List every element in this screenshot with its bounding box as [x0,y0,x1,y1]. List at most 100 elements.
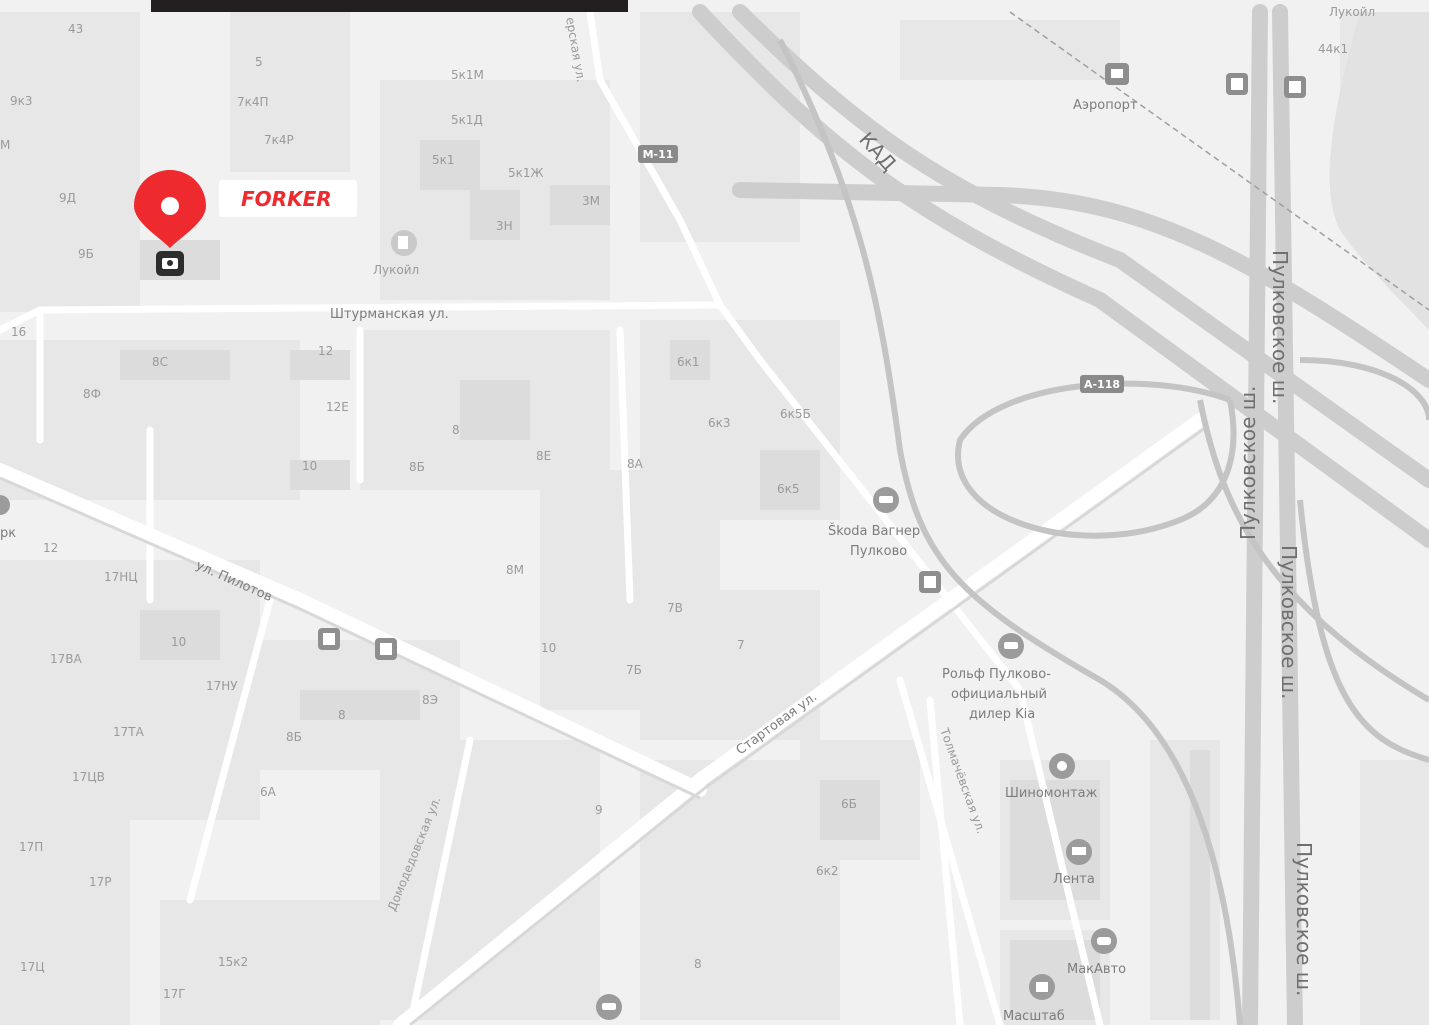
building-number: 6к1 [677,355,700,369]
car-dealer-icon[interactable] [998,633,1024,659]
building-number: 5к1М [451,68,484,82]
car-dealer-icon[interactable] [873,487,899,513]
building-number: 6к2 [816,864,839,878]
building-number: 8Ф [83,387,101,401]
building-number: 12 [318,344,333,358]
building-number-labels: 43 5 9к3 7к4П 7к4Р М 9Д 9Б 5к1М 5к1Д 5к1… [0,22,1348,1001]
pulkovskoe-label-4: Пулковское ш. [1292,842,1316,996]
brand-label-box[interactable]: FORKER [219,180,357,217]
building-number: 9 [595,803,603,817]
top-bar [151,0,628,12]
skoda-label-line1: Škoda Вагнер [828,523,920,539]
building-number: 12Е [326,400,349,414]
pulkovskoe-label-3: Пулковское ш. [1277,545,1301,699]
airport-label: Аэропорт [1073,98,1138,113]
building-blocks [0,12,1429,1025]
building-number: 5к1 [432,153,455,167]
transit-icon[interactable] [1284,76,1306,98]
makavto-label: МакАвто [1067,962,1126,977]
building-number: 5к1Ж [508,166,544,180]
building-number: 17НУ [206,679,238,693]
camera-icon[interactable] [156,251,184,276]
building-number: 12 [43,541,58,555]
building-number: 8 [452,423,460,437]
building-number: 5к1Д [451,113,483,127]
a118-shield: А-118 [1080,375,1124,393]
building-number: М [0,138,10,152]
pulkovskoe-label-1: Пулковское ш. [1268,250,1292,404]
building-number: 9к3 [10,94,33,108]
major-street-casing [0,426,1206,1025]
shturmanskaya-street-label: Штурманская ул. [330,307,449,322]
building-number: 16 [11,325,26,339]
building-number: 3Н [496,219,513,233]
car-dealer-icon[interactable] [596,994,622,1020]
lukoil-label: Лукойл [373,263,419,277]
shop-icon[interactable] [1029,974,1055,1000]
building-number: 6А [260,785,277,799]
building-number: 15к2 [218,955,248,969]
building-number: 7Б [626,663,642,677]
transit-icon[interactable] [1226,73,1248,95]
building-number: 9Б [78,247,94,261]
shopping-cart-icon[interactable] [1066,839,1092,865]
svg-text:А-118: А-118 [1084,378,1120,391]
location-marker[interactable] [134,170,206,248]
svg-text:М-11: М-11 [643,148,674,161]
building-number: 17Ц [20,960,45,974]
m11-shield: М-11 [638,145,678,163]
building-number: 6к3 [708,416,731,430]
building-number: 7 [737,638,745,652]
building-number: 17П [19,840,43,854]
fuel-icon[interactable] [391,230,417,256]
building-number: 43 [68,22,83,36]
building-number: 17Г [163,987,186,1001]
building-number: 10 [541,641,556,655]
building-number: 17ЦВ [72,770,105,784]
transit-icon[interactable] [318,628,340,650]
building-number: 7к4П [237,95,269,109]
building-number: 10 [302,459,317,473]
building-number: 7к4Р [264,133,294,147]
building-number: 6к5 [777,482,800,496]
transit-icon[interactable] [375,638,397,660]
transit-icon[interactable] [919,571,941,593]
building-number: 10 [171,635,186,649]
building-number: 6к5Б [780,407,811,421]
building-number: 8 [338,708,346,722]
building-number: 8Б [409,460,425,474]
tire-service-icon[interactable] [1049,753,1075,779]
building-number: 8Е [536,449,551,463]
lukoil-top-label: Лукойл [1329,5,1375,19]
building-number: 6Б [841,797,857,811]
building-number: 9Д [59,191,76,205]
shinomontazh-label: Шиномонтаж [1005,786,1098,801]
building-number: 8Б [286,730,302,744]
building-number: 8М [506,563,524,577]
skoda-label-line2: Пулково [850,544,907,559]
building-number: 17ВА [50,652,83,666]
building-number: 17НЦ [104,570,138,584]
minor-streets [0,8,1104,1025]
lenta-label: Лента [1053,872,1095,887]
restaurant-icon[interactable] [1091,928,1117,954]
building-number: 8 [694,957,702,971]
building-number: 3М [582,194,600,208]
rolf-label-line3: дилер Kia [969,707,1035,722]
masshtab-label: Масштаб [1003,1009,1065,1024]
rolf-label-line1: Рольф Пулково- [942,667,1051,682]
building-number: 17Р [89,875,112,889]
major-streets [0,413,1207,1025]
rolf-label-line2: официальный [951,687,1047,702]
building-details [120,140,1210,1020]
airport-icon[interactable] [1105,63,1129,85]
building-number: 7В [667,601,683,615]
pulkovskoe-label-2: Пулковское ш. [1236,386,1260,540]
building-number: 44к1 [1318,42,1348,56]
poi-icon[interactable] [0,495,10,515]
highway-ramps [777,38,1429,1025]
railway [1009,11,1429,311]
building-number: 5 [255,55,263,69]
brand-name: FORKER [241,187,332,211]
